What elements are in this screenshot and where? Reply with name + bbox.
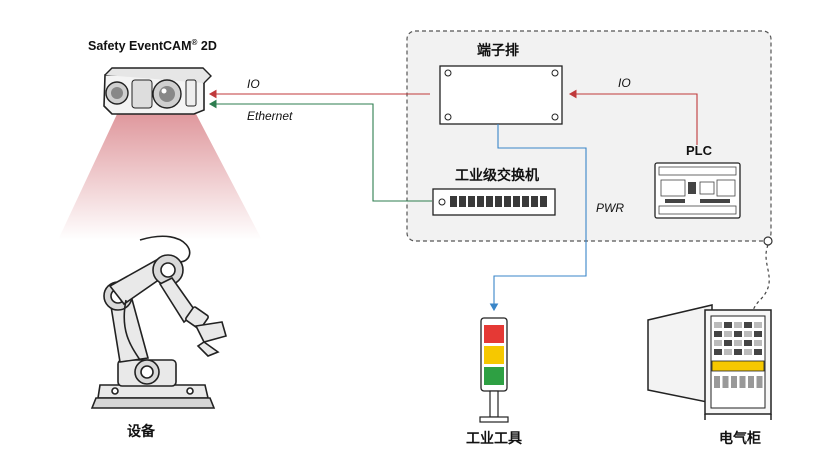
cabinet-module — [734, 322, 742, 328]
switch-port — [459, 196, 466, 207]
cabinet-modules — [714, 322, 763, 388]
cabinet-module — [744, 349, 752, 355]
cabinet-breaker — [714, 376, 720, 388]
pwr-line — [489, 124, 587, 312]
cabinet-module — [724, 340, 732, 346]
industrial-switch — [432, 188, 556, 216]
cabinet-module — [714, 340, 722, 346]
cabinet-module — [734, 331, 742, 337]
signal-tower-tool — [479, 317, 509, 423]
cabinet-module — [724, 331, 732, 337]
plc-label: PLC — [686, 143, 713, 158]
ethernet-label: Ethernet — [247, 109, 293, 123]
cabinet-module — [754, 340, 762, 346]
equipment-label: 设备 — [127, 423, 156, 440]
cabinet-module — [714, 331, 722, 337]
cabinet-breaker — [722, 376, 729, 388]
cabinet-module — [754, 322, 762, 328]
io-plc-label: IO — [618, 76, 631, 90]
switch-port — [531, 196, 538, 207]
switch-port — [540, 196, 547, 207]
io-camera-label: IO — [247, 77, 260, 91]
cabinet-module — [724, 322, 732, 328]
cabinet-module — [714, 349, 722, 355]
switch-port — [468, 196, 475, 207]
robot-arm-equipment — [90, 235, 227, 409]
tower-red-light — [484, 325, 504, 343]
cabinet-breaker — [739, 376, 746, 388]
cabinet-breaker — [731, 376, 737, 388]
cabinet-module — [754, 349, 762, 355]
cabinet-breaker — [748, 376, 754, 388]
tool-label: 工业工具 — [466, 431, 522, 447]
switch-port — [450, 196, 457, 207]
cabinet-module — [734, 349, 742, 355]
cabinet-module — [714, 322, 722, 328]
switch-port — [522, 196, 529, 207]
ethernet-line — [208, 99, 432, 202]
switch-port — [513, 196, 520, 207]
switch-label: 工业级交换机 — [455, 167, 539, 184]
switch-port — [504, 196, 511, 207]
cabinet-breaker — [756, 376, 763, 388]
cabinet-module — [744, 340, 752, 346]
pwr-label: PWR — [596, 201, 624, 215]
terminal-block — [439, 65, 563, 125]
plc-device — [654, 162, 741, 219]
camera-field-of-view — [58, 112, 262, 240]
tower-green-light — [484, 367, 504, 385]
switch-port — [477, 196, 484, 207]
cabinet-module — [744, 331, 752, 337]
cabinet-module — [754, 331, 762, 337]
electrical-cabinet — [647, 304, 772, 420]
safety-eventcam-camera — [103, 67, 212, 115]
cabinet-module — [724, 349, 732, 355]
cabinet-module — [734, 340, 742, 346]
camera-title: Safety EventCAM® 2D — [88, 38, 217, 53]
cabinet-module — [744, 322, 752, 328]
terminal-block-label: 端子排 — [477, 42, 519, 59]
cabinet-area-connector-dot — [763, 236, 773, 246]
cabinet-label: 电气柜 — [719, 430, 761, 447]
switch-port — [486, 196, 493, 207]
switch-port — [495, 196, 502, 207]
switch-ports — [450, 196, 547, 207]
io-line-plc — [568, 89, 698, 145]
tower-yellow-light — [484, 346, 504, 364]
